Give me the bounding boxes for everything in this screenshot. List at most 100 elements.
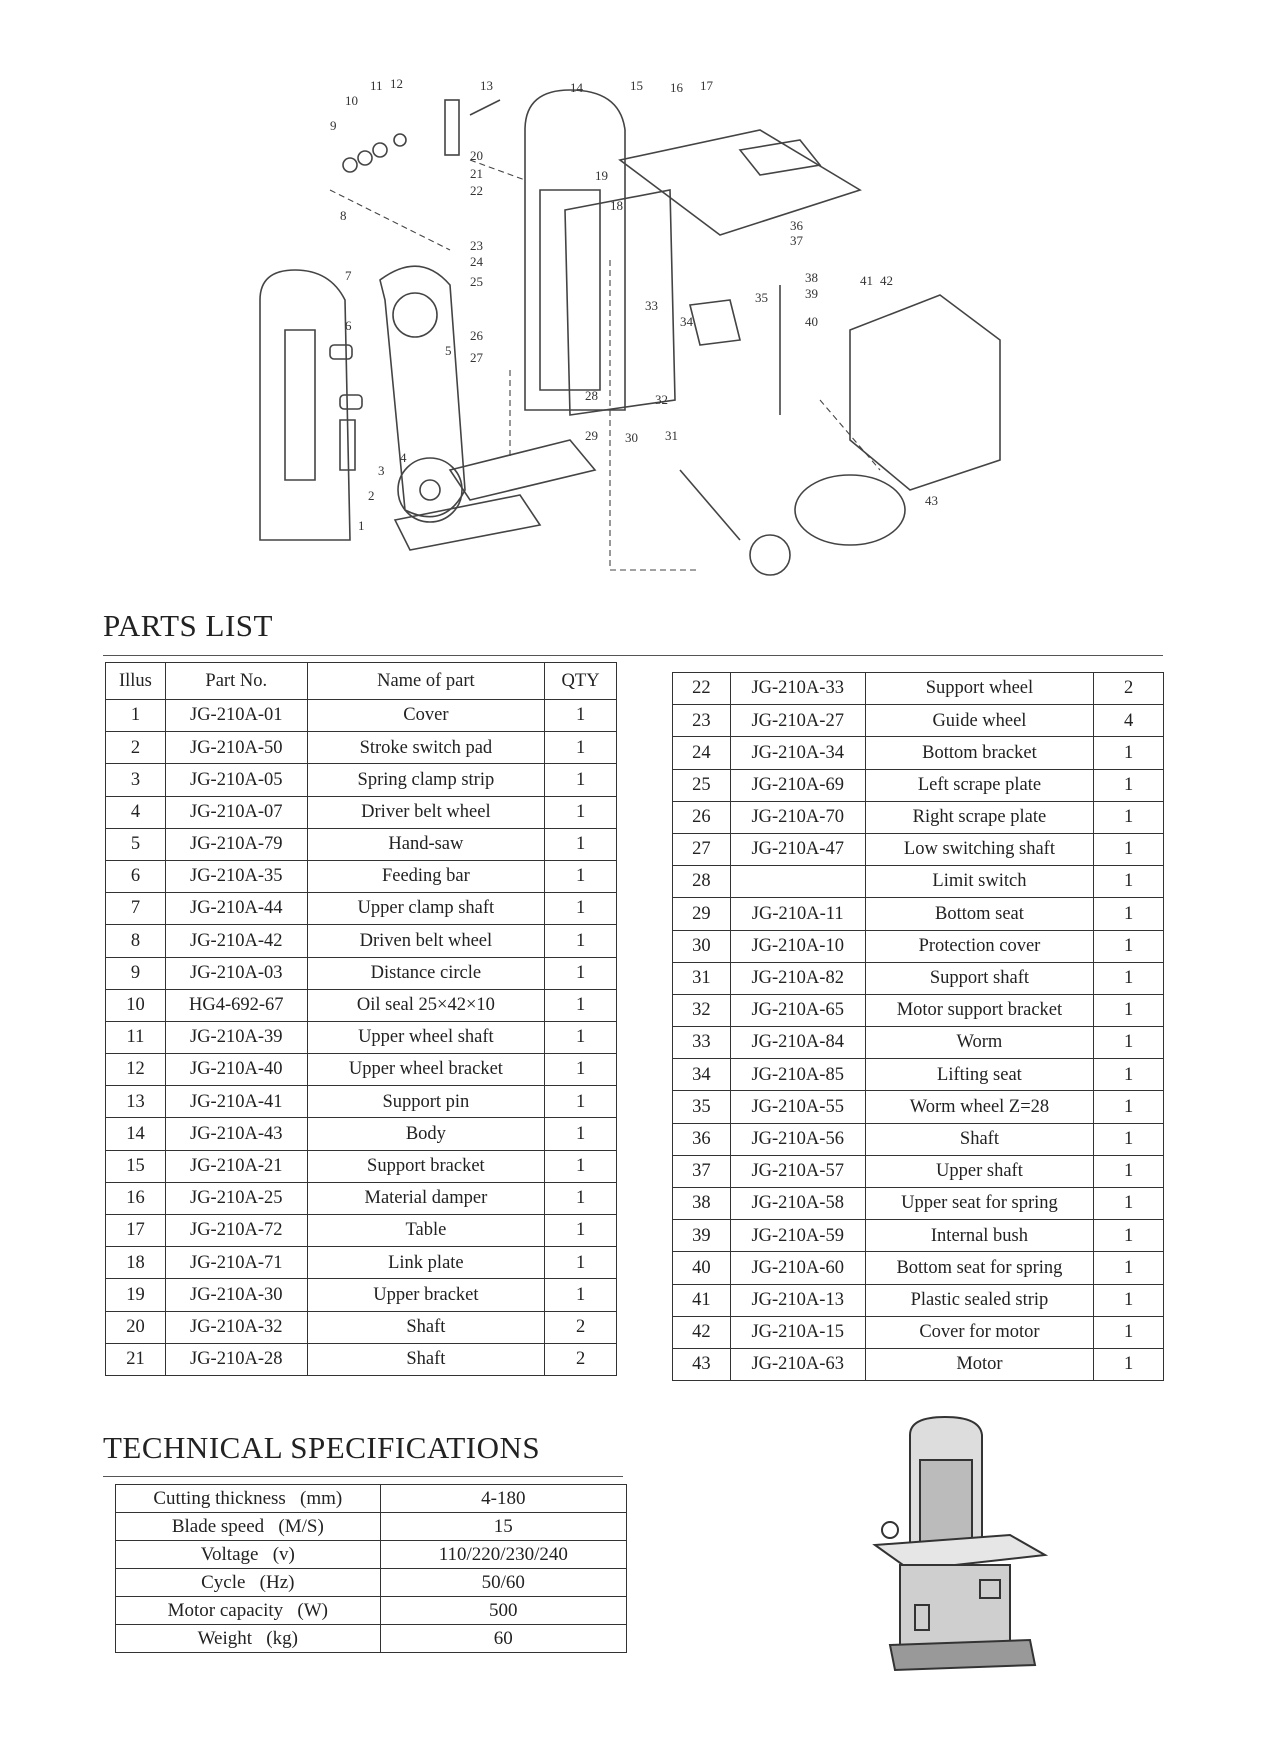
spec-value: 110/220/230/240 (379, 1540, 628, 1569)
table-cell: 36 (672, 1122, 731, 1156)
table-cell: JG-210A-03 (164, 956, 308, 990)
svg-text:20: 20 (470, 148, 483, 163)
table-cell: 1 (544, 1149, 617, 1183)
header-cell: Illus (105, 662, 166, 700)
table-cell: 1 (1093, 1058, 1164, 1092)
table-cell: Motor (864, 1347, 1095, 1382)
table-cell: Support wheel (864, 671, 1095, 706)
table-cell: Upper wheel shaft (306, 1020, 546, 1055)
table-cell: 20 (105, 1310, 166, 1344)
table-cell: JG-210A-07 (164, 795, 308, 829)
table-cell: Spring clamp strip (306, 763, 546, 797)
tech-specs-title: TECHNICAL SPECIFICATIONS (103, 1430, 541, 1465)
table-cell: 42 (672, 1315, 731, 1349)
svg-text:36: 36 (790, 218, 804, 233)
table-cell: JG-210A-11 (729, 897, 866, 931)
table-cell: 24 (672, 736, 731, 770)
table-cell: 1 (1093, 1122, 1164, 1156)
spec-row: Weight (kg)60 (115, 1624, 628, 1653)
svg-text:12: 12 (390, 76, 403, 91)
table-cell: 28 (672, 865, 731, 899)
table-cell: JG-210A-79 (164, 827, 308, 861)
table-cell: JG-210A-58 (729, 1186, 866, 1221)
svg-text:2: 2 (368, 488, 375, 503)
table-cell: JG-210A-55 (729, 1090, 866, 1124)
table-cell: Right scrape plate (864, 800, 1095, 834)
motor-part (794, 474, 906, 546)
table-cell: JG-210A-82 (729, 961, 866, 995)
table-cell: 2 (105, 731, 166, 765)
table-cell: Support bracket (306, 1149, 546, 1183)
table-cell: 1 (544, 1020, 617, 1055)
svg-text:27: 27 (470, 350, 484, 365)
table-cell: 10 (105, 988, 166, 1022)
svg-text:14: 14 (570, 80, 584, 95)
svg-text:13: 13 (480, 78, 493, 93)
header-cell: Name of part (306, 662, 546, 700)
svg-text:40: 40 (805, 314, 818, 329)
spec-row: Voltage (v)110/220/230/240 (115, 1540, 628, 1569)
table-cell: 17 (105, 1213, 166, 1248)
spec-value: 50/60 (379, 1568, 628, 1597)
table-cell: Upper seat for spring (864, 1186, 1095, 1221)
table-cell: Support pin (306, 1085, 546, 1119)
table-cell (729, 865, 866, 899)
table-cell: 8 (105, 924, 166, 958)
table-cell: 1 (1093, 832, 1164, 867)
table-cell: JG-210A-41 (164, 1085, 308, 1119)
spec-label: Weight (kg) (115, 1624, 381, 1653)
table-cell: Link plate (306, 1246, 546, 1280)
table-cell: 1 (544, 892, 617, 926)
tech-specs-rule (103, 1476, 623, 1477)
table-cell: JG-210A-34 (729, 736, 866, 770)
table-cell: Stroke switch pad (306, 731, 546, 765)
table-cell: 1 (544, 1117, 617, 1151)
table-cell: Worm wheel Z=28 (864, 1090, 1095, 1124)
table-cell: 1 (1093, 736, 1164, 770)
svg-text:16: 16 (670, 80, 684, 95)
svg-text:33: 33 (645, 298, 658, 313)
table-cell: JG-210A-70 (729, 800, 866, 834)
table-cell: 33 (672, 1026, 731, 1060)
table-cell: 1 (544, 827, 617, 861)
table-cell: Upper bracket (306, 1278, 546, 1312)
spec-row: Cycle (Hz)50/60 (115, 1568, 628, 1597)
table-cell: 11 (105, 1020, 166, 1055)
table-cell: Shaft (864, 1122, 1095, 1156)
table-cell: 35 (672, 1090, 731, 1124)
svg-text:1: 1 (358, 518, 365, 533)
table-cell: 34 (672, 1058, 731, 1092)
table-cell: 1 (544, 1278, 617, 1312)
table-cell: Lifting seat (864, 1058, 1095, 1092)
table-cell: Upper shaft (864, 1154, 1095, 1189)
svg-text:17: 17 (700, 78, 714, 93)
table-cell: 1 (1093, 1219, 1164, 1253)
table-cell: JG-210A-10 (729, 929, 866, 963)
svg-text:7: 7 (345, 268, 352, 283)
table-cell: Driven belt wheel (306, 924, 546, 958)
svg-text:35: 35 (755, 290, 768, 305)
table-cell: 1 (1093, 929, 1164, 963)
table-cell: 1 (1093, 768, 1164, 802)
table-cell: JG-210A-28 (164, 1342, 308, 1376)
table-cell: JG-210A-21 (164, 1149, 308, 1183)
table-cell: 7 (105, 892, 166, 926)
table-cell: Distance circle (306, 956, 546, 990)
table-cell: JG-210A-39 (164, 1020, 308, 1055)
table-cell: JG-210A-72 (164, 1213, 308, 1248)
table-cell: 32 (672, 993, 731, 1028)
spec-label: Cycle (Hz) (115, 1568, 381, 1597)
